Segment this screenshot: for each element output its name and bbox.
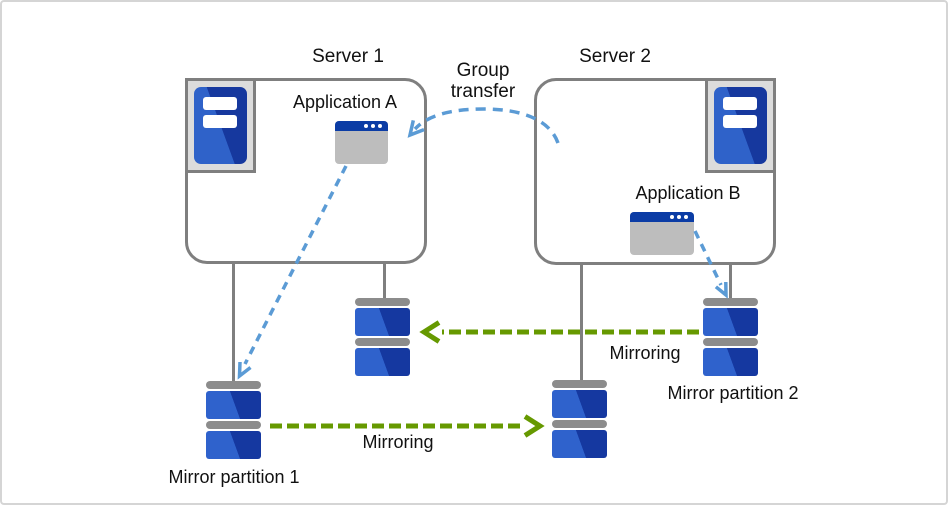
application-a-label: Application A bbox=[292, 92, 398, 112]
server2-label: Server 2 bbox=[579, 46, 651, 67]
disk-icon-server1-secondary bbox=[355, 298, 410, 378]
window-dots-icon bbox=[378, 124, 382, 128]
disk-icon-mirror-partition-1 bbox=[206, 381, 261, 461]
application-b-window-icon bbox=[630, 212, 694, 255]
mirror-partition-2-label: Mirror partition 2 bbox=[667, 383, 799, 403]
disk-icon-mirror-partition-2 bbox=[703, 298, 758, 378]
mirroring-arrow-top bbox=[419, 320, 699, 344]
server-tower-icon bbox=[194, 87, 247, 164]
disk-icon-server2-secondary bbox=[552, 380, 607, 460]
application-a-window-icon bbox=[335, 121, 388, 164]
mirror-partition-1-label: Mirror partition 1 bbox=[168, 467, 300, 487]
window-dots-icon bbox=[684, 215, 688, 219]
group-transfer-label: Group transfer bbox=[450, 60, 516, 102]
mirroring-label-bottom: Mirroring bbox=[362, 432, 434, 452]
application-b-label: Application B bbox=[635, 183, 741, 203]
server1-icon bbox=[185, 78, 256, 173]
server1-label: Server 1 bbox=[312, 46, 384, 67]
server-tower-icon bbox=[714, 87, 767, 164]
server2-icon bbox=[705, 78, 776, 173]
mirroring-label-top: Mirroring bbox=[609, 343, 681, 363]
